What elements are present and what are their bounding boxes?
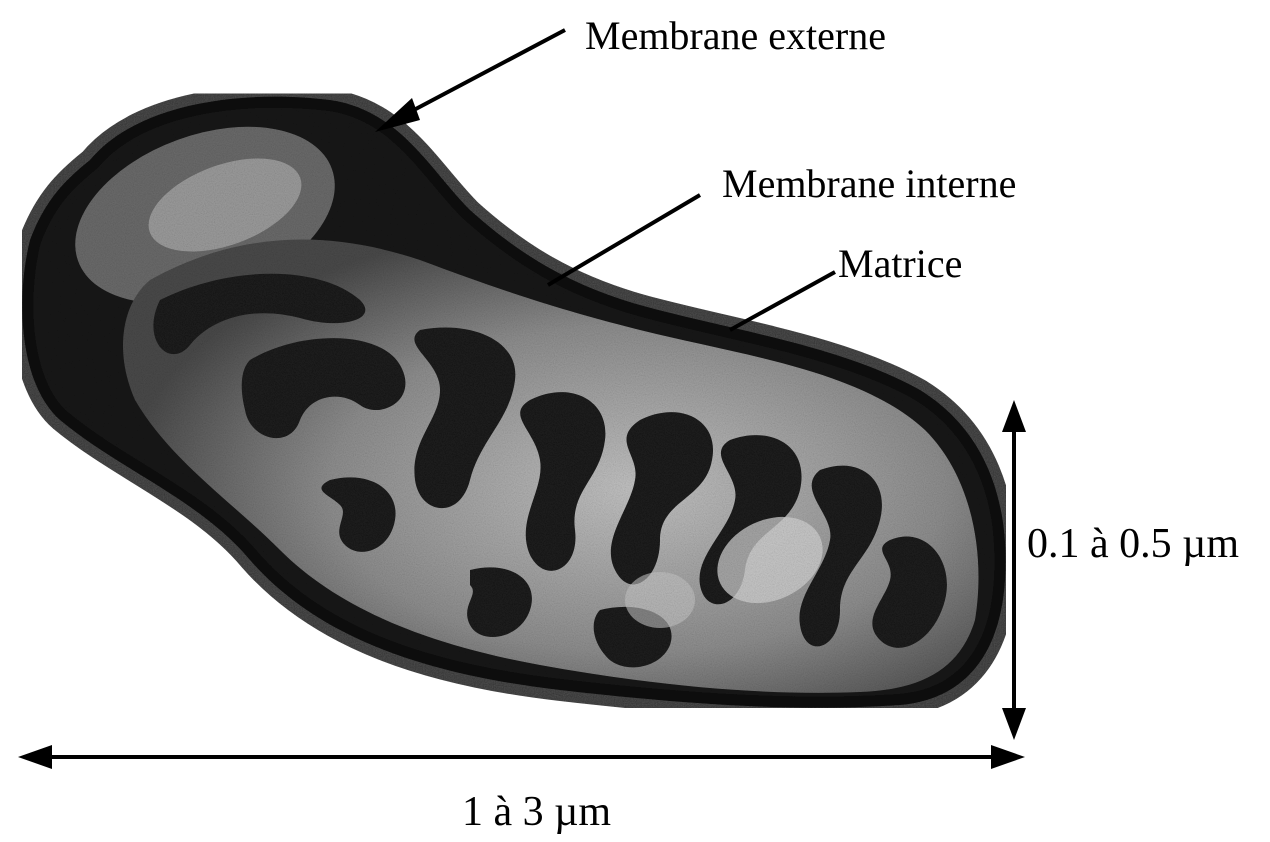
length-dimension-label: 1 à 3 µm <box>462 791 611 833</box>
outer-membrane-pointer <box>395 30 565 120</box>
length-dimension-arrow <box>18 745 1025 769</box>
matrix-label: Matrice <box>838 244 962 284</box>
width-dimension-label: 0.1 à 0.5 µm <box>1027 523 1239 565</box>
matrix-pointer <box>730 272 835 330</box>
outer-membrane-label: Membrane externe <box>585 16 886 56</box>
inner-membrane-label: Membrane interne <box>722 164 1016 204</box>
inner-membrane-pointer <box>548 195 700 285</box>
